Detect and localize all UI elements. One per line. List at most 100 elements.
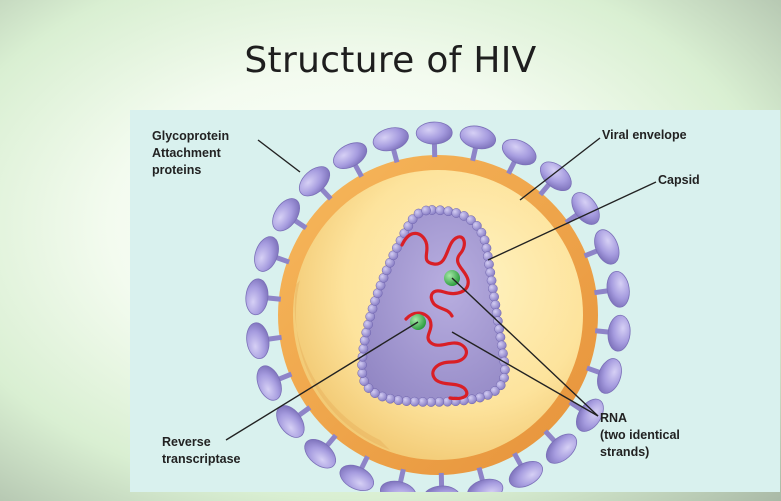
capsid-bead (486, 268, 495, 277)
capsid-bead (487, 276, 496, 285)
capsid-bead (426, 397, 435, 406)
spike-knob (371, 124, 411, 155)
label-rna: RNA (600, 411, 627, 425)
capsid-bead (402, 397, 411, 406)
spike-stem (595, 331, 609, 332)
spike-stem (545, 431, 555, 441)
glycoprotein-spike (371, 124, 411, 162)
capsid-bead (480, 236, 489, 245)
glycoprotein-spike (244, 278, 281, 316)
label-proteins: proteins (152, 163, 201, 177)
glycoprotein-spike (250, 233, 289, 274)
spike-stem (361, 456, 367, 469)
glycoprotein-spike (587, 355, 626, 396)
spike-stem (321, 189, 330, 199)
capsid-bead (484, 260, 493, 269)
label-rna-strands: strands) (600, 445, 649, 459)
label-glycoprotein: Glycoprotein (152, 129, 229, 143)
label-reverse: Reverse (162, 435, 211, 449)
glycoprotein-spike (505, 453, 547, 492)
spike-stem (479, 468, 483, 482)
glycoprotein-spike (594, 270, 631, 309)
capsid-bead (492, 308, 501, 317)
capsid-bead (444, 207, 453, 216)
spike-stem (327, 435, 336, 446)
spike-stem (267, 298, 281, 299)
hiv-structure-diagram: Glycoprotein Attachment proteins Viral e… (130, 110, 780, 492)
spike-knob (505, 456, 547, 492)
label-transcriptase: transcriptase (162, 452, 241, 466)
glycoprotein-spike (585, 226, 624, 268)
capsid-bead (497, 341, 506, 350)
glycoprotein-spike (271, 400, 310, 442)
glycoprotein-spike (294, 161, 335, 202)
glycoprotein-spike (267, 194, 306, 236)
capsid-bead (418, 397, 427, 406)
spike-knob (244, 321, 271, 360)
slide-title: Structure of HIV (0, 40, 781, 81)
spike-stem (585, 251, 598, 256)
spike-stem (540, 184, 549, 195)
spike-knob (593, 355, 626, 396)
glycoprotein-spike (458, 123, 498, 161)
spike-knob (252, 362, 286, 404)
capsid-bead (467, 395, 476, 404)
capsid-bead (435, 397, 444, 406)
glycoprotein-spike (416, 122, 452, 157)
spike-knob (458, 123, 498, 152)
glycoprotein-spike (252, 362, 291, 404)
spike-knob (605, 270, 632, 309)
spike-knob (329, 137, 371, 174)
spike-knob (498, 134, 540, 170)
glycoprotein-spike (244, 321, 281, 360)
capsid-bead (360, 377, 369, 386)
spike-stem (514, 453, 521, 465)
capsid-bead (357, 360, 366, 369)
spike-knob (606, 314, 631, 352)
capsid-bead (362, 328, 371, 337)
capsid-bead (358, 369, 367, 378)
spike-knob (424, 486, 460, 492)
glycoprotein-spike (541, 428, 582, 469)
capsid-bead (410, 397, 419, 406)
spike-stem (587, 368, 600, 373)
spike-knob (590, 226, 624, 268)
capsid-bead (421, 206, 430, 215)
glycoprotein-spike (329, 137, 371, 176)
spike-stem (268, 337, 282, 339)
spike-knob (244, 278, 269, 316)
label-capsid: Capsid (658, 173, 700, 187)
label-rna-two-identical: (two identical (600, 428, 680, 442)
capsid-bead (394, 396, 403, 405)
capsid-bead (488, 284, 497, 293)
spike-stem (508, 161, 514, 174)
spike-stem (299, 407, 310, 415)
spike-knob (336, 460, 378, 492)
capsid-bead (500, 365, 509, 374)
capsid-bead (359, 344, 368, 353)
spike-knob (271, 400, 310, 442)
glycoprotein-spike (336, 456, 378, 492)
capsid-bead (498, 349, 507, 358)
glycoprotein-spike (535, 156, 577, 196)
glycoprotein-spike (299, 434, 341, 474)
label-attachment: Attachment (152, 146, 222, 160)
spike-stem (278, 374, 291, 379)
capsid-bead (496, 333, 505, 342)
glycoprotein-spike (424, 473, 460, 492)
capsid-bead (475, 393, 484, 402)
capsid-bead (360, 336, 369, 345)
label-viral-envelope: Viral envelope (602, 128, 687, 142)
spike-stem (400, 469, 403, 483)
capsid-bead (482, 244, 491, 253)
spike-stem (276, 257, 289, 262)
leader-glycoprotein (258, 140, 300, 172)
spike-stem (393, 149, 397, 163)
capsid-bead (436, 206, 445, 215)
capsid-bead (490, 292, 499, 301)
spike-stem (473, 147, 476, 161)
glycoprotein-spike (595, 314, 632, 352)
capsid-bead (491, 300, 500, 309)
spike-knob (267, 194, 305, 236)
spike-stem (355, 164, 362, 176)
